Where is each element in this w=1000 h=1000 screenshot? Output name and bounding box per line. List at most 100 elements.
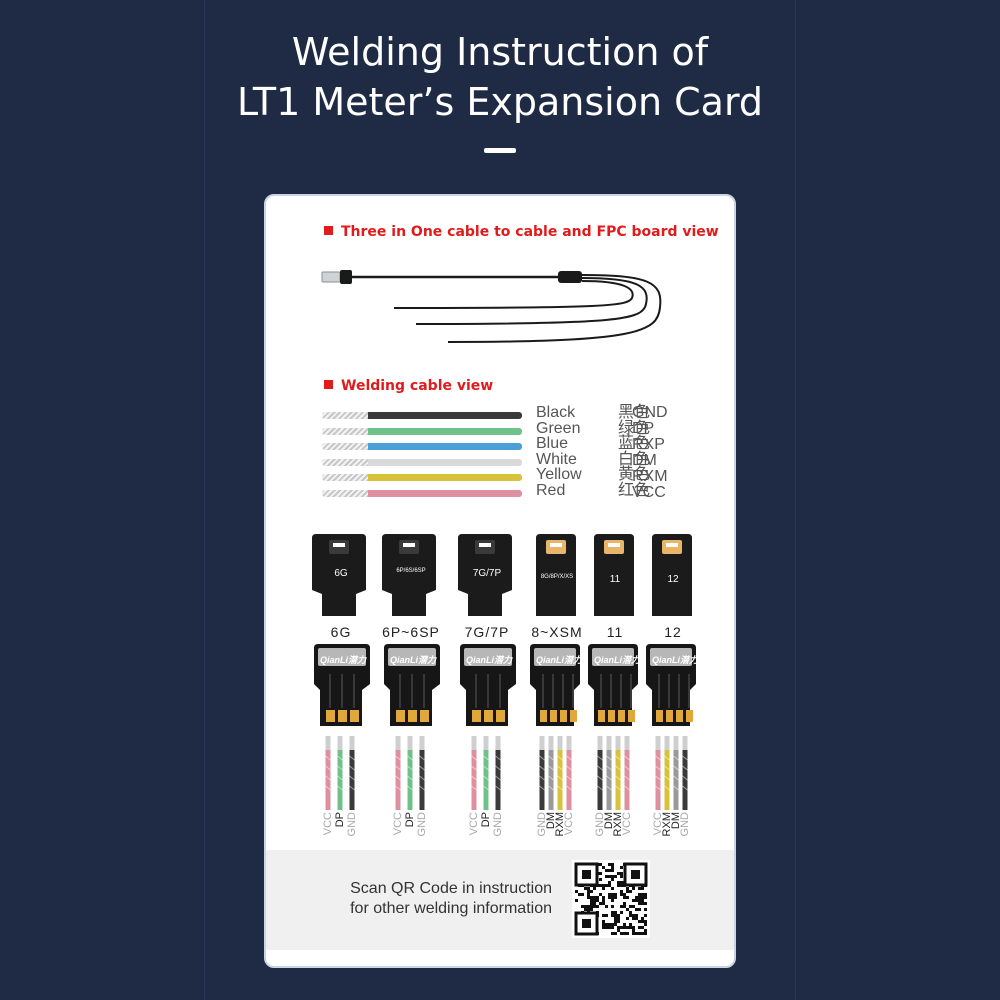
connector-board: QianLi潜力	[312, 644, 370, 728]
fpc-card-label: 7G/7P	[472, 568, 502, 579]
pin-label-vcc: VCC	[322, 812, 334, 836]
model-label: 6G	[330, 624, 352, 640]
model-label: 11	[606, 624, 624, 640]
board-brand-en: QianLi	[320, 655, 349, 665]
board-brand: QianLi潜力	[390, 653, 436, 666]
wire-signal-rxp: RXP	[632, 436, 665, 453]
bullet-square-icon	[324, 226, 333, 235]
pin-label-gnd: GND	[416, 812, 428, 837]
pin-wire-bundle	[312, 736, 370, 814]
fpc-card-label: 8G/8P/X/XS	[540, 574, 574, 580]
board-brand-en: QianLi	[466, 655, 495, 665]
board-brand: QianLi潜力	[320, 653, 366, 666]
wire-white	[322, 458, 522, 466]
section-welding-view-label: Welding cable view	[341, 378, 494, 394]
wire-signal-dp: DP	[632, 420, 655, 437]
section-cable-view: Three in One cable to cable and FPC boar…	[324, 224, 719, 240]
board-brand-cn: 潜力	[564, 655, 583, 665]
wire-yellow	[322, 474, 522, 482]
instruction-card: Three in One cable to cable and FPC boar…	[264, 194, 736, 968]
wire-insulation	[368, 443, 522, 451]
fpc-card-label: 12	[667, 574, 679, 585]
wire-insulation	[368, 412, 522, 419]
board-brand-cn: 潜力	[418, 655, 437, 665]
wire-color-name: Black	[536, 404, 576, 421]
pin-label-gnd: GND	[346, 812, 358, 837]
pin-label-vcc: VCC	[621, 812, 633, 836]
pin-label-dp: DP	[480, 812, 492, 828]
usb-plug-body	[340, 270, 352, 284]
connector-board: QianLi潜力	[644, 644, 702, 728]
board-brand-en: QianLi	[652, 655, 681, 665]
wire-signal-dm: DM	[632, 452, 657, 469]
wire-bare-strand	[322, 443, 370, 451]
fpc-card-label: 6P/6S/6SP	[396, 568, 426, 574]
wire-green	[322, 427, 522, 435]
wire-signal-gnd: GND	[632, 404, 668, 421]
board-brand: QianLi潜力	[594, 653, 640, 666]
wire-insulation	[368, 458, 522, 466]
fpc-card-label: 6G	[334, 568, 348, 579]
pin-label-dp: DP	[334, 812, 346, 828]
pin-label-vcc: VCC	[392, 812, 404, 836]
wire-color-name-cn: 黄色	[618, 466, 651, 484]
wire-color-name: White	[536, 450, 577, 468]
fpc-card-top: 6P/6S/6SP	[382, 534, 440, 620]
pin-wire-bundle	[458, 736, 516, 814]
board-brand-cn: 潜力	[622, 655, 641, 665]
wire-bare-strand	[322, 474, 370, 482]
board-brand: QianLi潜力	[536, 653, 582, 666]
qr-text-line2: for other welding information	[350, 900, 552, 917]
connector-board: QianLi潜力	[586, 644, 644, 728]
board-brand-cn: 潜力	[680, 655, 699, 665]
wire-signal-rxm: RXM	[632, 468, 668, 485]
usb-plug-icon	[321, 271, 341, 283]
cable-splitter	[558, 271, 582, 283]
wire-color-name-cn: 绿色	[618, 419, 651, 437]
section-cable-view-label: Three in One cable to cable and FPC boar…	[341, 224, 719, 240]
fpc-card-top: 12	[644, 534, 702, 620]
left-guide-line	[204, 0, 205, 1000]
pin-label-gnd: GND	[492, 812, 504, 837]
board-brand: QianLi潜力	[652, 653, 698, 666]
board-brand-en: QianLi	[390, 655, 419, 665]
section-welding-view: Welding cable view	[324, 378, 493, 394]
wire-bare-strand	[322, 427, 370, 435]
wire-bare-strand	[322, 490, 370, 497]
connector-board: QianLi潜力	[382, 644, 440, 728]
wire-color-name-cn: 蓝色	[618, 435, 651, 453]
fpc-card-top: 11	[586, 534, 644, 620]
page-title-line1: Welding Instruction of	[291, 30, 709, 74]
qr-section	[266, 850, 734, 950]
pin-wire-bundle	[644, 736, 702, 814]
bullet-square-icon	[324, 380, 333, 389]
wire-insulation	[368, 427, 522, 435]
fpc-card-top: 6G	[312, 534, 370, 620]
board-brand-en: QianLi	[594, 655, 623, 665]
fpc-card-label: 11	[609, 574, 621, 585]
connector-board: QianLi潜力	[528, 644, 586, 728]
pin-wire-bundle	[586, 736, 644, 814]
model-label: 7G/7P	[464, 624, 510, 640]
wire-color-name-cn: 白色	[618, 450, 651, 468]
branch-cable-1	[447, 274, 662, 343]
wire-black	[322, 412, 522, 419]
qr-text-line1: Scan QR Code in instruction	[350, 880, 552, 897]
pin-label-vcc: VCC	[468, 812, 480, 836]
wire-blue	[322, 443, 522, 451]
wire-color-name: Yellow	[536, 466, 582, 484]
model-label: 8~XSM	[531, 624, 583, 640]
wire-color-name-cn: 黑色	[618, 404, 651, 421]
right-guide-line	[795, 0, 796, 1000]
wire-color-name: Blue	[536, 435, 569, 453]
branch-cable-3	[393, 280, 634, 309]
qr-code-icon	[572, 860, 650, 938]
wire-signal-vcc: VCC	[632, 484, 666, 501]
pin-label-vcc: VCC	[563, 812, 575, 836]
branch-cable-2	[415, 277, 648, 325]
title-divider	[484, 148, 516, 153]
wire-color-name: Red	[536, 482, 566, 499]
wire-insulation	[368, 490, 522, 497]
board-brand-en: QianLi	[536, 655, 565, 665]
page-title-line2: LT1 Meter’s Expansion Card	[236, 80, 764, 124]
